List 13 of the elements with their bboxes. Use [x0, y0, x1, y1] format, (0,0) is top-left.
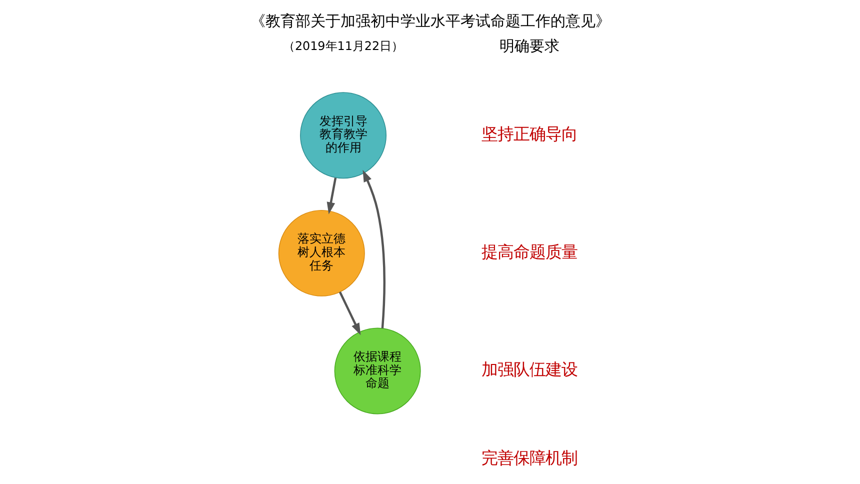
node-circle: 发挥引导教育教学的作用	[300, 92, 386, 179]
label: （2019年11月22日）	[282, 38, 404, 53]
label: 完善保障机制	[481, 448, 578, 468]
node-circle: 落实立德树人根本任务	[278, 210, 364, 296]
label: 提高命题质量	[481, 242, 578, 262]
arrow	[338, 292, 360, 336]
label: 坚持正确导向	[481, 124, 578, 144]
arrow	[326, 178, 336, 214]
arrow	[362, 170, 385, 328]
diagram-title: 《教育部关于加强初中学业水平考试命题工作的意见》	[250, 12, 610, 30]
label: 加强队伍建设	[481, 360, 578, 380]
label: 明确要求	[499, 38, 560, 55]
node-circle: 依据课程标准科学命题	[334, 328, 420, 414]
